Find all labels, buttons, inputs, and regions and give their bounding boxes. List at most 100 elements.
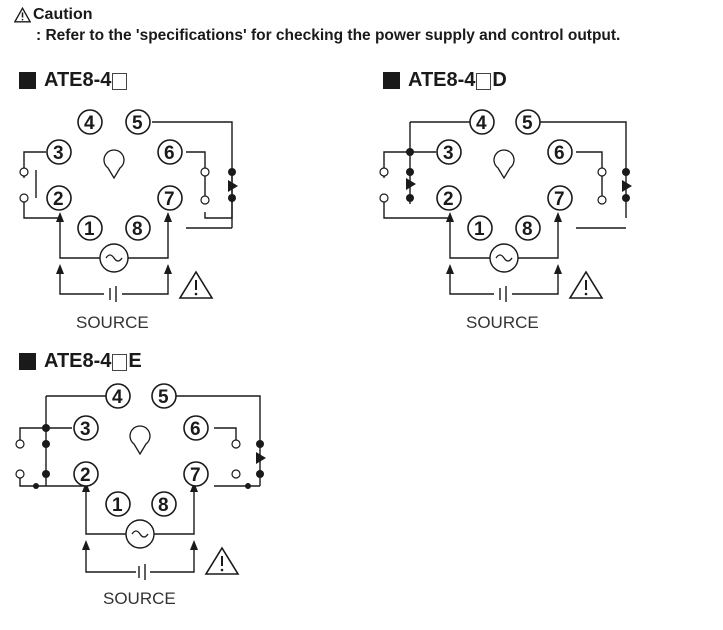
- diagram-heading-ate8-4e: ATE8-4 E: [19, 350, 142, 373]
- model-suffix-placeholder-box: [112, 354, 128, 371]
- pin-1: 1: [77, 215, 103, 241]
- svg-text:7: 7: [164, 189, 175, 210]
- svg-text:8: 8: [158, 495, 169, 516]
- pin-2: 2: [46, 185, 72, 211]
- wire-pin7-source: [154, 486, 195, 535]
- pin-3: 3: [73, 415, 99, 441]
- pin-4: 4: [77, 109, 103, 135]
- caution-block: Caution : Refer to the 'specifications' …: [14, 6, 620, 45]
- wiring-diagram-ate8-4: 4 5 3 6 2 7 1 8: [19, 109, 238, 302]
- svg-text:4: 4: [476, 113, 487, 134]
- terminal-open: [19, 167, 29, 177]
- svg-text:4: 4: [84, 113, 95, 134]
- svg-text:2: 2: [443, 189, 454, 210]
- contact-arrow-icon: [622, 180, 632, 192]
- warning-triangle-icon: [14, 7, 31, 23]
- diagram-heading-ate8-4d: ATE8-4 D: [383, 69, 507, 92]
- svg-text:5: 5: [522, 113, 533, 134]
- pin-6: 6: [157, 139, 183, 165]
- pin-8: 8: [151, 491, 177, 517]
- pin-5: 5: [151, 383, 177, 409]
- contact-arrow-icon: [406, 178, 416, 190]
- source-label: SOURCE: [103, 589, 176, 608]
- model-suffix-placeholder-box: [476, 73, 492, 90]
- caution-text: : Refer to the 'specifications' for chec…: [36, 27, 621, 44]
- wire-pin7-source: [518, 218, 559, 259]
- model-suffix: D: [492, 69, 507, 91]
- svg-text:8: 8: [522, 219, 533, 240]
- bullet-square-icon: [383, 72, 400, 89]
- source-label: SOURCE: [76, 313, 149, 332]
- svg-text:3: 3: [53, 143, 64, 164]
- svg-text:6: 6: [554, 143, 565, 164]
- terminal-open: [200, 195, 210, 205]
- model-prefix: ATE8-4: [408, 69, 476, 91]
- pin-8: 8: [515, 215, 541, 241]
- svg-text:5: 5: [158, 387, 169, 408]
- model-prefix: ATE8-4: [44, 69, 112, 91]
- model-suffix-placeholder-box: [112, 73, 128, 90]
- wire-pin5-relay: [522, 121, 627, 218]
- pin-6: 6: [183, 415, 209, 441]
- pin-4: 4: [105, 383, 131, 409]
- pin-2: 2: [436, 185, 462, 211]
- wire-pin2-source: [85, 486, 128, 535]
- arrow-up-icon: [56, 264, 64, 274]
- wire-dc-right: [512, 270, 559, 295]
- wire-pin2-source: [449, 218, 490, 259]
- pin-3: 3: [436, 139, 462, 165]
- contact-arrow-icon: [256, 452, 266, 464]
- arrow-up-icon: [164, 264, 172, 274]
- warning-triangle-icon: [178, 270, 214, 299]
- wire-left-bottom: [383, 198, 450, 219]
- wire-pin6-right: [214, 427, 237, 444]
- pin-4: 4: [469, 109, 495, 135]
- source-label: SOURCE: [466, 313, 539, 332]
- wire-dc-right: [150, 546, 195, 573]
- wire-dc-right: [122, 270, 169, 295]
- svg-text:6: 6: [164, 143, 175, 164]
- warning-triangle-icon: [204, 546, 240, 575]
- wire-pin6-right: [186, 151, 206, 200]
- pin-2: 2: [73, 461, 99, 487]
- pin-5: 5: [515, 109, 541, 135]
- diagram-heading-ate8-4: ATE8-4: [19, 69, 128, 92]
- caution-heading: Caution: [14, 6, 620, 24]
- wire-pin7-source: [128, 218, 169, 259]
- wiring-diagram-ate8-4d: 4 5 3 6 2 7 1 8: [379, 109, 632, 302]
- svg-text:7: 7: [554, 189, 565, 210]
- svg-text:1: 1: [84, 219, 95, 240]
- wire-dc-left: [449, 270, 494, 295]
- arrow-up-icon: [164, 212, 172, 222]
- svg-text:4: 4: [112, 387, 123, 408]
- svg-text:5: 5: [132, 113, 143, 134]
- bullet-square-icon: [19, 72, 36, 89]
- wiring-diagram-ate8-4e: 4 5 3 6 2 7 1 8: [15, 383, 266, 580]
- pin-1: 1: [105, 491, 131, 517]
- svg-text:1: 1: [474, 219, 485, 240]
- arrow-up-icon: [56, 212, 64, 222]
- pin-1: 1: [467, 215, 493, 241]
- model-suffix: E: [128, 350, 142, 372]
- svg-text:3: 3: [80, 419, 91, 440]
- terminal-open: [200, 167, 210, 177]
- svg-text:8: 8: [132, 219, 143, 240]
- svg-text:2: 2: [80, 465, 91, 486]
- socket-key-icon: [103, 149, 125, 180]
- wire-dc-left: [59, 270, 104, 295]
- socket-key-icon: [493, 149, 515, 180]
- pin-3: 3: [46, 139, 72, 165]
- wire-pin3-left: [19, 427, 72, 442]
- svg-text:2: 2: [53, 189, 64, 210]
- pin-7: 7: [157, 185, 183, 211]
- pin-5: 5: [125, 109, 151, 135]
- socket-key-icon: [129, 425, 151, 456]
- pin-7: 7: [547, 185, 573, 211]
- pin-6: 6: [547, 139, 573, 165]
- wire-dc-left: [85, 546, 136, 573]
- wire-pin6-right: [576, 151, 603, 200]
- wire-pin2-source: [59, 218, 100, 259]
- svg-text:7: 7: [190, 465, 201, 486]
- model-prefix: ATE8-4: [44, 350, 112, 372]
- contact-arrow-icon: [228, 180, 238, 192]
